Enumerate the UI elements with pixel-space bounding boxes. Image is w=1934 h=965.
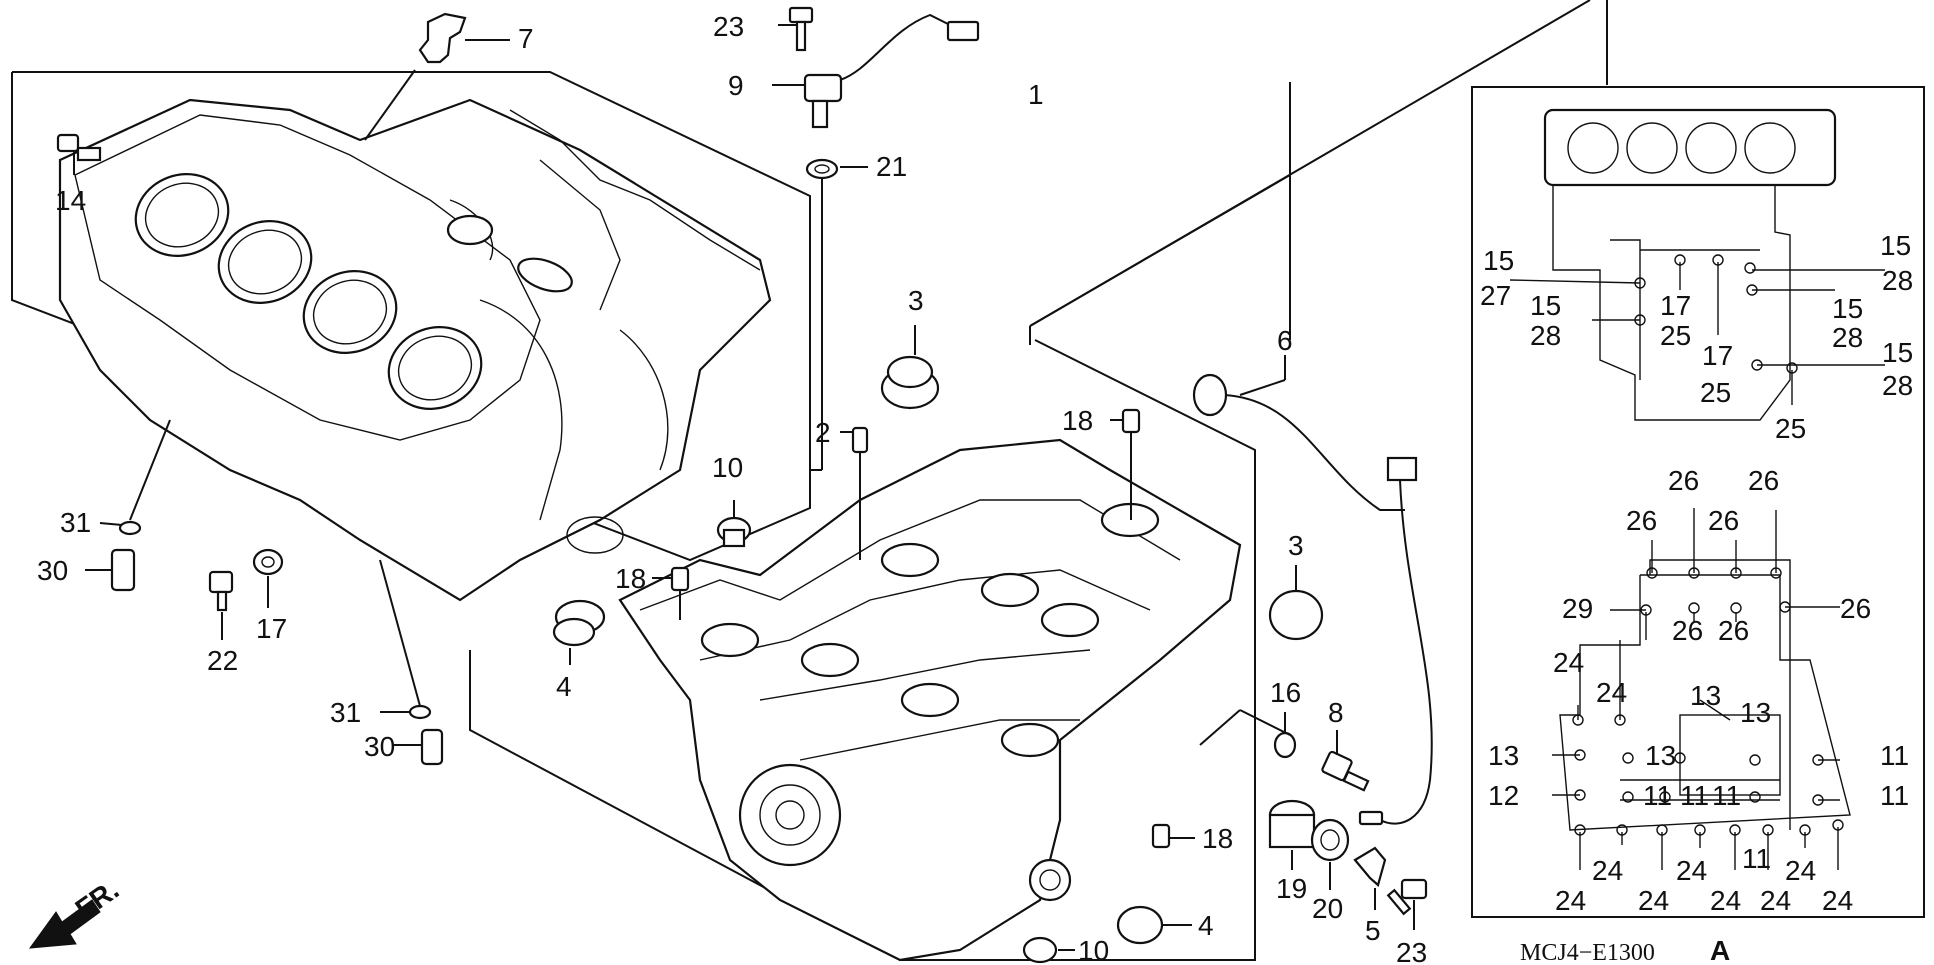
callout-4-upper: 4 — [556, 671, 572, 702]
callout-leader-lines — [73, 24, 1415, 951]
inset-lower-case-outline — [1559, 559, 1851, 831]
inset-label-13: 13 — [1645, 740, 1676, 771]
callout-9: 9 — [728, 70, 744, 101]
inset-label-17: 17 — [1702, 340, 1733, 371]
inset-label-26: 26 — [1672, 615, 1703, 646]
bolt-torque-inset — [1471, 86, 1925, 918]
inset-label-24: 24 — [1592, 855, 1623, 886]
callout-16: 16 — [1270, 677, 1301, 708]
upper-crankcase — [58, 98, 772, 602]
front-direction-arrow: FR. — [28, 874, 124, 949]
inset-label-15: 15 — [1880, 230, 1911, 261]
small-parts — [56, 6, 1433, 964]
callout-3-lower: 3 — [1288, 530, 1304, 561]
callout-22: 22 — [207, 645, 238, 676]
callout-7: 7 — [518, 23, 534, 54]
callout-30-upper: 30 — [37, 555, 68, 586]
inset-label-26: 26 — [1626, 505, 1657, 536]
reference-code-text: MCJ4−E1300 — [1520, 940, 1655, 965]
callout-30-lower: 30 — [364, 731, 395, 762]
inset-label-11: 11 — [1680, 780, 1709, 811]
callout-18-lower: 18 — [1202, 823, 1233, 854]
callout-10-lower: 10 — [1078, 935, 1109, 965]
inset-label-15: 15 — [1882, 337, 1913, 368]
inset-label-29: 29 — [1562, 593, 1593, 624]
reference-code: MCJ4−E1300 A — [1520, 935, 1730, 965]
inset-label-24: 24 — [1710, 885, 1741, 916]
callout-5: 5 — [1365, 915, 1381, 946]
inset-label-28: 28 — [1882, 265, 1913, 296]
lower-crankcase — [618, 438, 1242, 962]
inset-label-25: 25 — [1775, 413, 1806, 444]
inset-label-28: 28 — [1832, 322, 1863, 353]
callout-3-upper: 3 — [908, 285, 924, 316]
inset-label-11: 11 — [1742, 843, 1771, 874]
inset-label-11: 11 — [1880, 780, 1909, 811]
callout-1: 1 — [1028, 79, 1044, 110]
callout-2: 2 — [815, 417, 831, 448]
inset-label-11: 11 — [1643, 780, 1672, 811]
inset-label-13: 13 — [1740, 697, 1771, 728]
inset-label-11: 11 — [1880, 740, 1909, 771]
inset-label-24: 24 — [1822, 885, 1853, 916]
inset-label-28: 28 — [1530, 320, 1561, 351]
callout-20: 20 — [1312, 893, 1343, 924]
callout-19: 19 — [1276, 873, 1307, 904]
inset-label-15: 15 — [1530, 290, 1561, 321]
inset-label-24: 24 — [1760, 885, 1791, 916]
callout-31-lower: 31 — [330, 697, 361, 728]
inset-lower-labels: 26 26 26 26 26 26 26 29 24 24 13 13 13 1… — [1488, 465, 1909, 916]
inset-upper-case-outline — [1543, 108, 1837, 421]
callout-21: 21 — [876, 151, 907, 182]
inset-label-26: 26 — [1718, 615, 1749, 646]
inset-label-24: 24 — [1555, 885, 1586, 916]
callout-23-lower: 23 — [1396, 937, 1427, 965]
reference-code-suffix: A — [1710, 935, 1730, 965]
inset-label-25: 25 — [1700, 377, 1731, 408]
callout-8: 8 — [1328, 697, 1344, 728]
inset-label-27: 27 — [1480, 280, 1511, 311]
callout-6: 6 — [1277, 325, 1293, 356]
inset-label-26: 26 — [1708, 505, 1739, 536]
inset-label-28: 28 — [1882, 370, 1913, 401]
callout-18-upper: 18 — [1062, 405, 1093, 436]
inset-label-24: 24 — [1596, 677, 1627, 708]
callout-23-top: 23 — [713, 11, 744, 42]
inset-label-25: 25 — [1660, 320, 1691, 351]
inset-leader-lines — [1509, 262, 1885, 870]
callout-18-middle: 18 — [615, 563, 646, 594]
inset-label-12: 12 — [1488, 780, 1519, 811]
callout-14: 14 — [55, 185, 86, 216]
inset-label-24: 24 — [1785, 855, 1816, 886]
inset-label-24: 24 — [1553, 647, 1584, 678]
inset-label-15: 15 — [1483, 245, 1514, 276]
callout-10-upper: 10 — [712, 452, 743, 483]
callout-numbers: 7 23 9 21 1 14 3 2 18 6 10 31 30 17 22 1… — [37, 11, 1427, 965]
callout-17: 17 — [256, 613, 287, 644]
inset-label-15: 15 — [1832, 293, 1863, 324]
inset-label-24: 24 — [1676, 855, 1707, 886]
inset-label-13: 13 — [1488, 740, 1519, 771]
callout-4-lower: 4 — [1198, 910, 1214, 941]
callout-31-upper: 31 — [60, 507, 91, 538]
inset-label-11: 11 — [1712, 780, 1741, 811]
inset-label-24: 24 — [1638, 885, 1669, 916]
inset-upper-labels: 15 27 15 28 17 25 17 25 15 28 15 28 15 2… — [1480, 230, 1913, 444]
inset-label-13: 13 — [1690, 680, 1721, 711]
inset-label-26: 26 — [1748, 465, 1779, 496]
inset-label-26: 26 — [1840, 593, 1871, 624]
inset-label-17: 17 — [1660, 290, 1691, 321]
assembly-outline-frames — [11, 0, 1608, 961]
inset-label-26: 26 — [1668, 465, 1699, 496]
